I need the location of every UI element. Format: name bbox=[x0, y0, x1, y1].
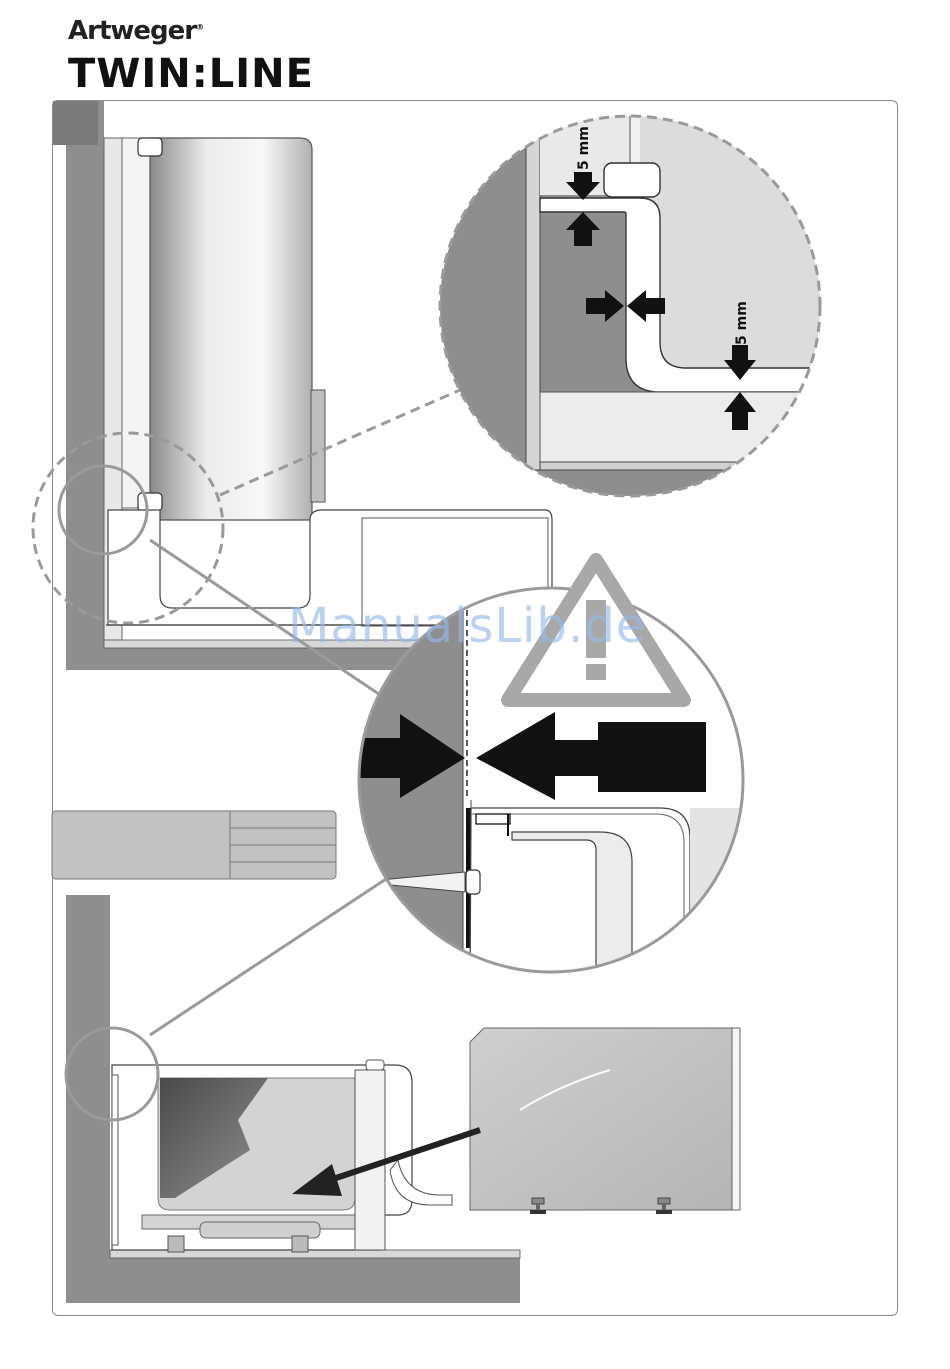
wall-left bbox=[66, 100, 104, 670]
wall-corner-block bbox=[53, 101, 98, 145]
door-profile bbox=[122, 138, 152, 508]
gap-label-side: 5 mm bbox=[734, 301, 750, 345]
legend-table bbox=[52, 811, 336, 879]
lower-hinge bbox=[138, 493, 162, 511]
door-handle bbox=[311, 390, 325, 502]
removed-front-panel bbox=[470, 1028, 740, 1214]
bottom-installation-view bbox=[66, 895, 520, 1303]
watermark-text: ManualsLib.de bbox=[288, 598, 646, 654]
glass-door-panel bbox=[150, 138, 312, 520]
gap-label-top: 5 mm bbox=[576, 126, 592, 170]
floor-slab-lower bbox=[110, 1258, 520, 1303]
upper-hinge bbox=[138, 138, 162, 156]
zoom-connector-lower bbox=[150, 875, 392, 1035]
